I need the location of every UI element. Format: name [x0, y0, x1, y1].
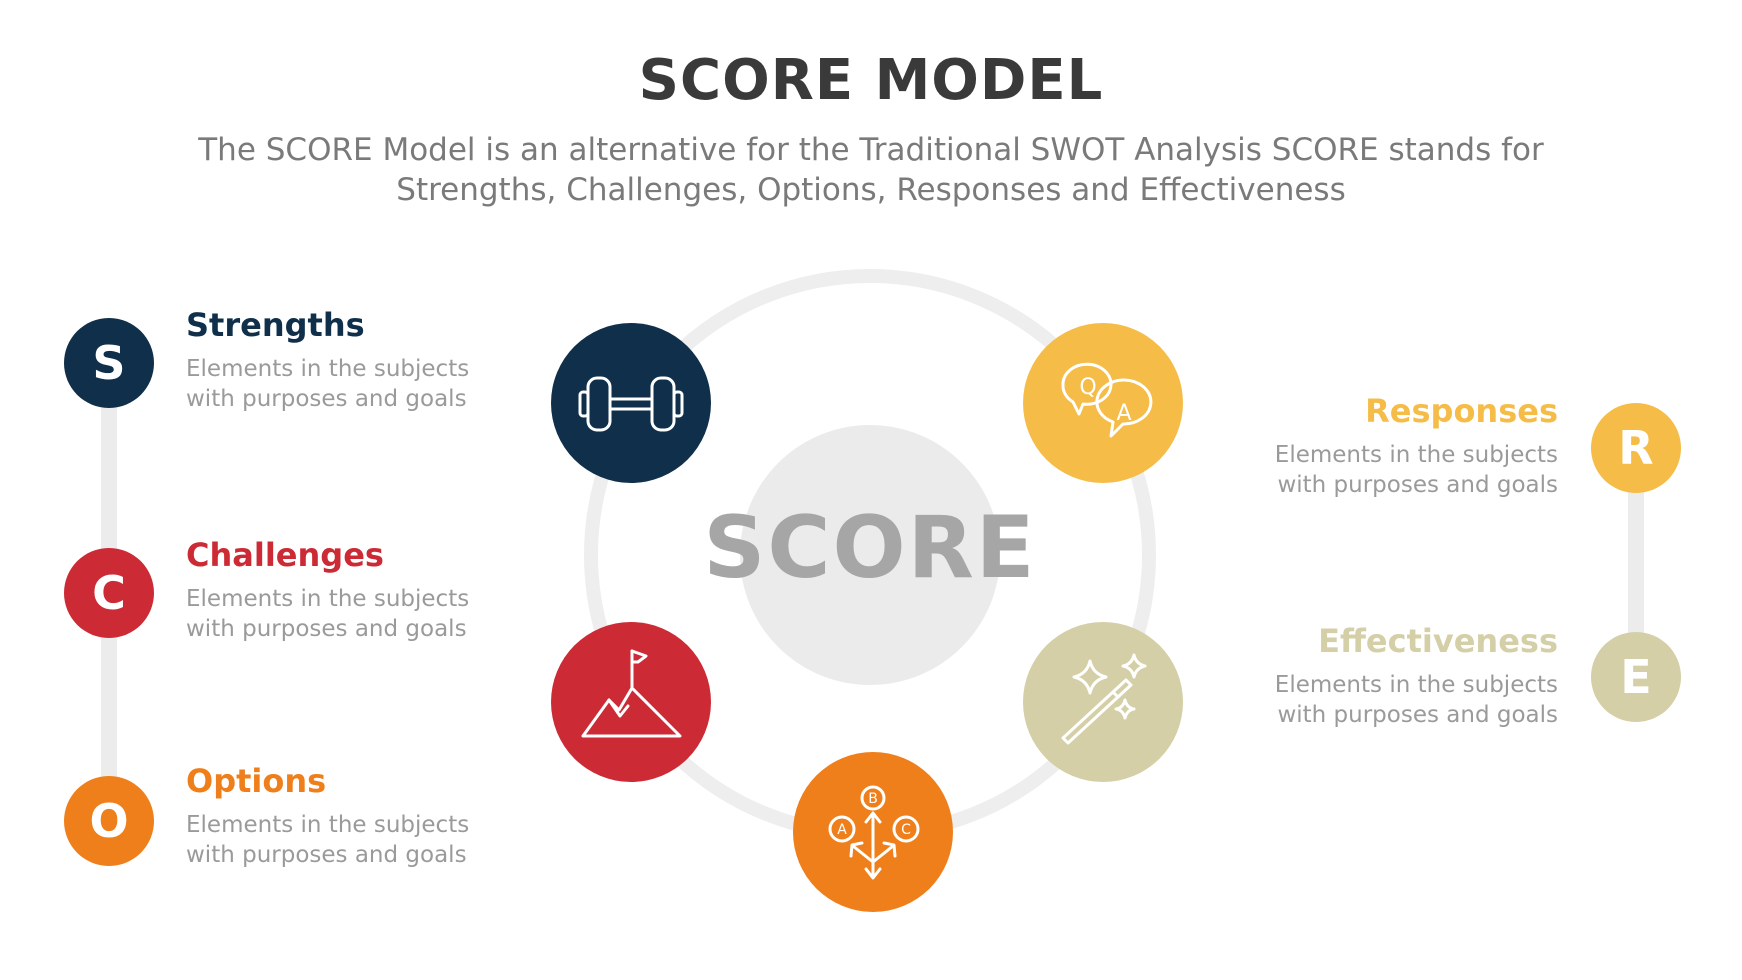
options-letter-badge: O	[64, 776, 154, 866]
strengths-description-line2: with purposes and goals	[186, 386, 467, 412]
effectiveness-description-line1: Elements in the subjects	[1274, 672, 1558, 698]
options-title: Options	[186, 762, 327, 800]
effectiveness-node	[1023, 622, 1183, 782]
option-a-letter: A	[837, 822, 847, 838]
dumbbell-icon	[578, 376, 684, 432]
responses-title: Responses	[1365, 392, 1558, 430]
center-score-label: SCORE	[703, 498, 1037, 598]
challenges-description-line2: with purposes and goals	[186, 616, 467, 642]
abc-options-icon	[828, 785, 920, 880]
challenges-node-circle	[551, 622, 711, 782]
responses-node-circle	[1023, 323, 1183, 483]
options-description-line1: Elements in the subjects	[186, 812, 470, 838]
responses-node: Q A	[1023, 323, 1183, 483]
magic-wand-icon	[1061, 653, 1147, 745]
challenges-letter-badge: C	[64, 548, 154, 638]
challenges-title: Challenges	[186, 536, 384, 574]
page-subtitle: The SCORE Model is an alternative for th…	[198, 132, 1544, 208]
effectiveness-description-line2: with purposes and goals	[1277, 702, 1558, 728]
option-c-letter: C	[901, 822, 911, 838]
challenges-description: Elements in the subjects with purposes a…	[186, 584, 469, 644]
options-node: B A C	[793, 752, 953, 912]
effectiveness-letter-badge: E	[1591, 632, 1681, 722]
strengths-letter-badge: S	[64, 318, 154, 408]
challenges-node	[551, 622, 711, 782]
effectiveness-description: Elements in the subjects with purposes a…	[1275, 670, 1558, 730]
responses-description-line2: with purposes and goals	[1277, 472, 1558, 498]
qa-chat-icon	[1061, 362, 1153, 438]
options-description: Elements in the subjects with purposes a…	[186, 810, 469, 870]
responses-description: Elements in the subjects with purposes a…	[1275, 440, 1558, 500]
right-connector-line	[1628, 445, 1644, 680]
responses-description-line1: Elements in the subjects	[1274, 442, 1558, 468]
mountain-flag-icon	[581, 649, 682, 738]
strengths-description: Elements in the subjects with purposes a…	[186, 354, 469, 414]
qa-q-letter: Q	[1079, 375, 1096, 400]
strengths-node-circle	[551, 323, 711, 483]
effectiveness-title: Effectiveness	[1318, 622, 1558, 660]
challenges-description-line1: Elements in the subjects	[186, 586, 470, 612]
options-description-line2: with purposes and goals	[186, 842, 467, 868]
center-disc	[740, 425, 1000, 685]
responses-letter-badge: R	[1591, 403, 1681, 493]
strengths-title: Strengths	[186, 306, 365, 344]
strengths-node	[551, 323, 711, 483]
strengths-description-line1: Elements in the subjects	[186, 356, 470, 382]
page-title: SCORE MODEL	[638, 48, 1104, 113]
option-b-letter: B	[868, 791, 878, 807]
qa-a-letter: A	[1116, 401, 1131, 426]
